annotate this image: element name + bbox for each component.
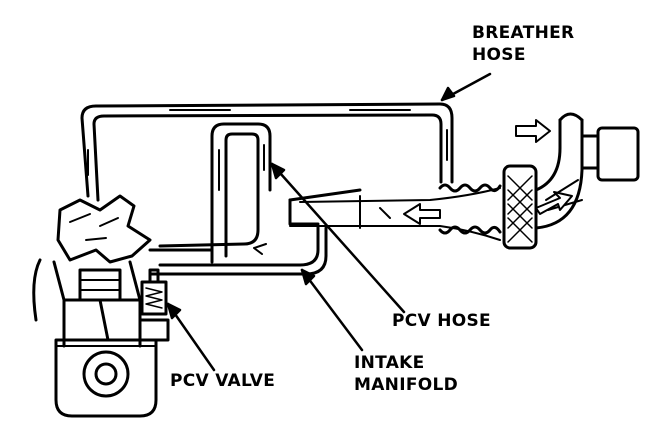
flow-arrows bbox=[253, 119, 573, 255]
callout-leaders bbox=[166, 72, 492, 372]
breather-hose-label-line1: BREATHER bbox=[472, 23, 575, 43]
intake-manifold-label: INTAKE MANIFOLD bbox=[354, 352, 458, 396]
pcv-valve-label: PCV VALVE bbox=[170, 370, 275, 392]
intake-manifold-leader bbox=[300, 268, 364, 352]
engine-block bbox=[32, 194, 158, 418]
air-cleaner bbox=[534, 112, 640, 230]
pcv-hose bbox=[210, 122, 272, 264]
air-intake-duct bbox=[359, 183, 502, 235]
breather-hose-label: BREATHER HOSE bbox=[472, 22, 574, 66]
pcv-hose-leader bbox=[270, 162, 406, 314]
intake-manifold-label-line2: MANIFOLD bbox=[354, 375, 459, 395]
pcv-valve bbox=[138, 268, 170, 342]
pcv-hose-label: PCV HOSE bbox=[392, 310, 491, 332]
breather-hose-label-line2: HOSE bbox=[472, 45, 526, 65]
intake-manifold-label-line1: INTAKE bbox=[354, 353, 425, 373]
pcv-valve-label-text: PCV VALVE bbox=[170, 371, 276, 391]
pcv-hose-label-text: PCV HOSE bbox=[392, 311, 491, 331]
breather-hose bbox=[80, 102, 454, 202]
air-filter-element bbox=[502, 164, 538, 250]
